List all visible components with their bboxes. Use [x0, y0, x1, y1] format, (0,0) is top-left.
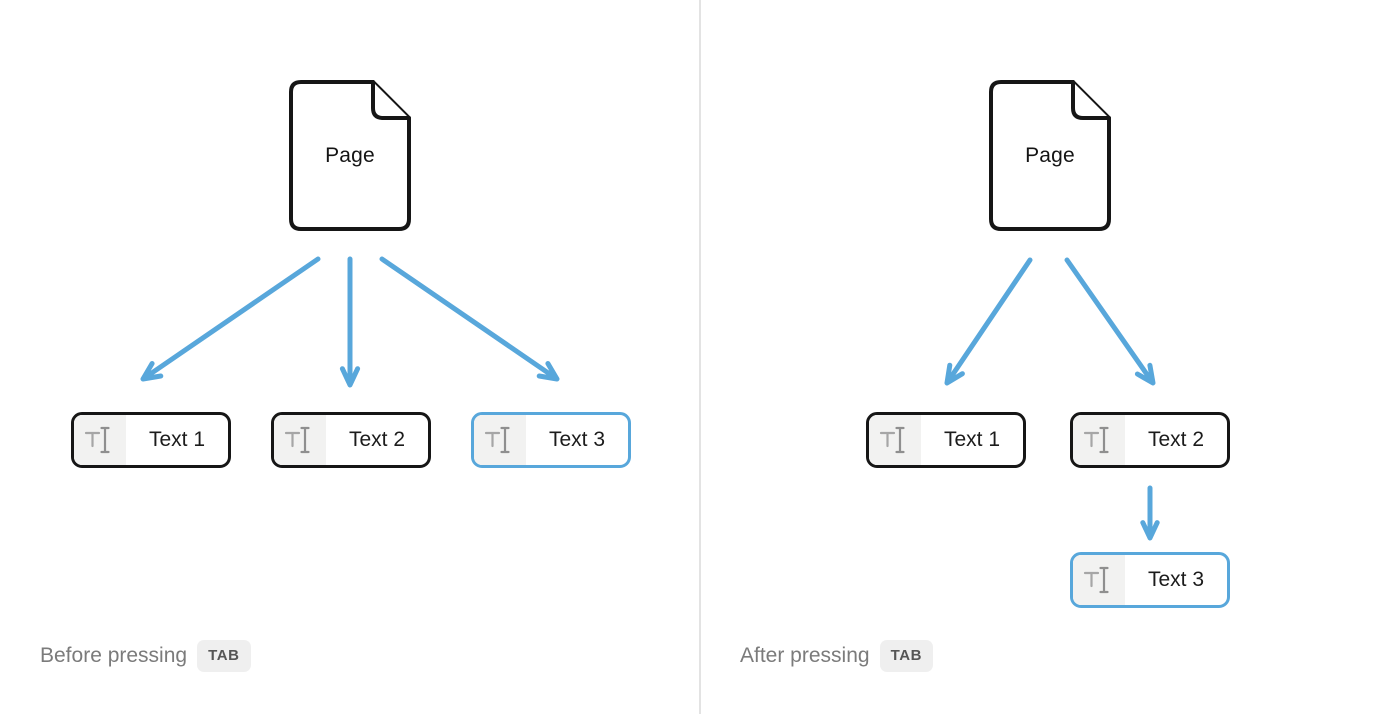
document-icon — [289, 80, 411, 231]
panel-before: Page Text 1 Text 2 — [40, 80, 631, 675]
block-label: Text 3 — [1147, 568, 1205, 591]
page-node: Page — [989, 80, 1111, 231]
arrow-page-to-text1-icon — [140, 256, 321, 382]
text-block-1: Text 1 — [71, 412, 231, 468]
arrow-page-to-text2-icon — [1064, 257, 1156, 386]
text-block-1: Text 1 — [866, 412, 1026, 468]
text-cursor-icon — [869, 415, 921, 465]
text-block-2: Text 2 — [271, 412, 431, 468]
caption-text: After pressing — [740, 644, 870, 667]
text-cursor-icon — [474, 415, 526, 465]
block-label: Text 2 — [1147, 428, 1205, 451]
arrow-text2-to-text3-icon — [1140, 485, 1160, 541]
block-label: Text 2 — [348, 428, 406, 451]
text-cursor-icon — [74, 415, 126, 465]
page-node: Page — [289, 80, 411, 231]
arrow-page-to-text1-icon — [944, 257, 1033, 386]
tab-key-badge: TAB — [879, 640, 934, 672]
text-block-3-selected: Text 3 — [1070, 552, 1230, 608]
text-cursor-icon — [1073, 415, 1125, 465]
text-cursor-icon — [274, 415, 326, 465]
arrow-page-to-text2-icon — [339, 256, 361, 388]
caption-after: After pressing TAB — [740, 637, 934, 675]
caption-text: Before pressing — [40, 644, 188, 667]
page-label: Page — [1025, 143, 1075, 167]
document-icon — [989, 80, 1111, 231]
text-block-2: Text 2 — [1070, 412, 1230, 468]
text-block-3-selected: Text 3 — [471, 412, 631, 468]
block-label: Text 1 — [148, 428, 206, 451]
block-label: Text 3 — [548, 428, 606, 451]
arrow-page-to-text3-icon — [379, 256, 560, 382]
block-label: Text 1 — [943, 428, 1001, 451]
page-label: Page — [325, 143, 375, 167]
panel-divider — [699, 0, 701, 714]
tab-key-badge: TAB — [197, 640, 251, 672]
text-cursor-icon — [1073, 555, 1125, 605]
panel-after: Page Text 1 Text 2 — [700, 0, 1400, 714]
caption-before: Before pressing TAB — [40, 637, 251, 675]
